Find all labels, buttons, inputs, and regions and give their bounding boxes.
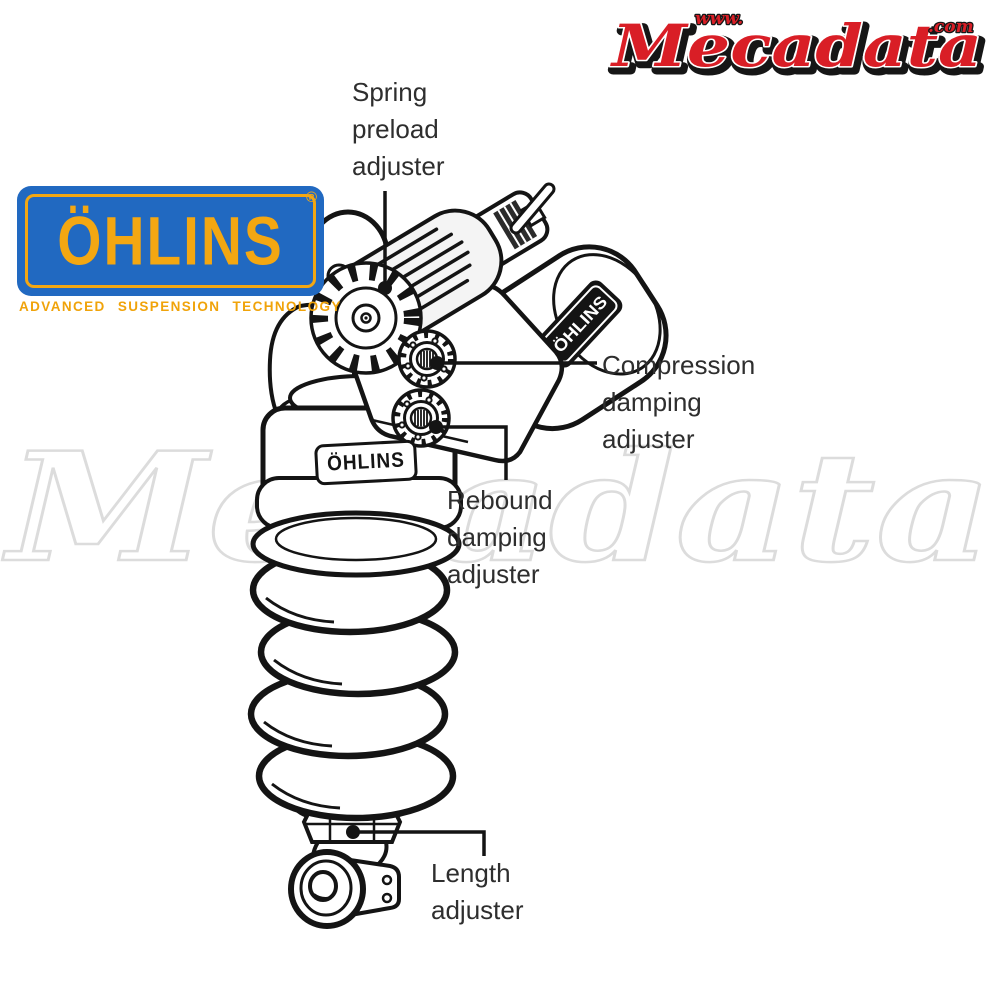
label-spring-preload-adjuster: Spring preload adjuster [352,74,445,185]
coil-spring [247,544,459,822]
label-line: damping [447,522,547,552]
ohlins-logo: ÖHLINS ® [17,186,324,296]
ohlins-tagline: ADVANCED SUSPENSION TECHNOLOGY [19,299,342,314]
label-line: Spring [352,77,428,107]
label-length-adjuster: Length adjuster [431,855,524,929]
reservoir-hose [509,182,556,235]
label-line: adjuster [602,424,695,454]
mecadata-logo-text: Mecadata [610,12,982,80]
ohlins-wordmark: ÖHLINS [57,202,284,280]
compression-knob [397,329,457,389]
label-line: Length [431,858,511,888]
label-line: Compression [602,350,756,380]
mecadata-logo-www: www. [695,9,743,29]
mecadata-logo-com: .com [928,17,974,37]
label-line: damping [602,387,702,417]
rebound-knob [391,388,451,448]
leader-spring-preload [378,191,392,295]
leader-compression [430,356,597,370]
mecadata-logo-shadow: Mecadata [613,16,985,84]
label-compression-damping-adjuster: Compression damping adjuster [602,347,755,458]
reservoir-sticker: ÖHLINS [537,280,623,368]
body-sticker-text: ÖHLINS [326,448,406,476]
label-line: Rebound [447,485,553,515]
ohlins-logo-border [25,194,316,288]
preload-gear [309,261,423,375]
label-line: adjuster [431,895,524,925]
leader-length [346,825,486,856]
leader-lines [346,191,597,856]
mecadata-logo: Mecadata Mecadata www. .com [608,8,989,89]
registered-trademark-icon: ® [305,189,317,206]
label-line: adjuster [352,151,445,181]
label-rebound-damping-adjuster: Rebound damping adjuster [447,482,553,593]
label-line: preload [352,114,439,144]
leader-rebound [429,420,508,480]
label-line: adjuster [447,559,540,589]
body-sticker: ÖHLINS [313,439,419,486]
